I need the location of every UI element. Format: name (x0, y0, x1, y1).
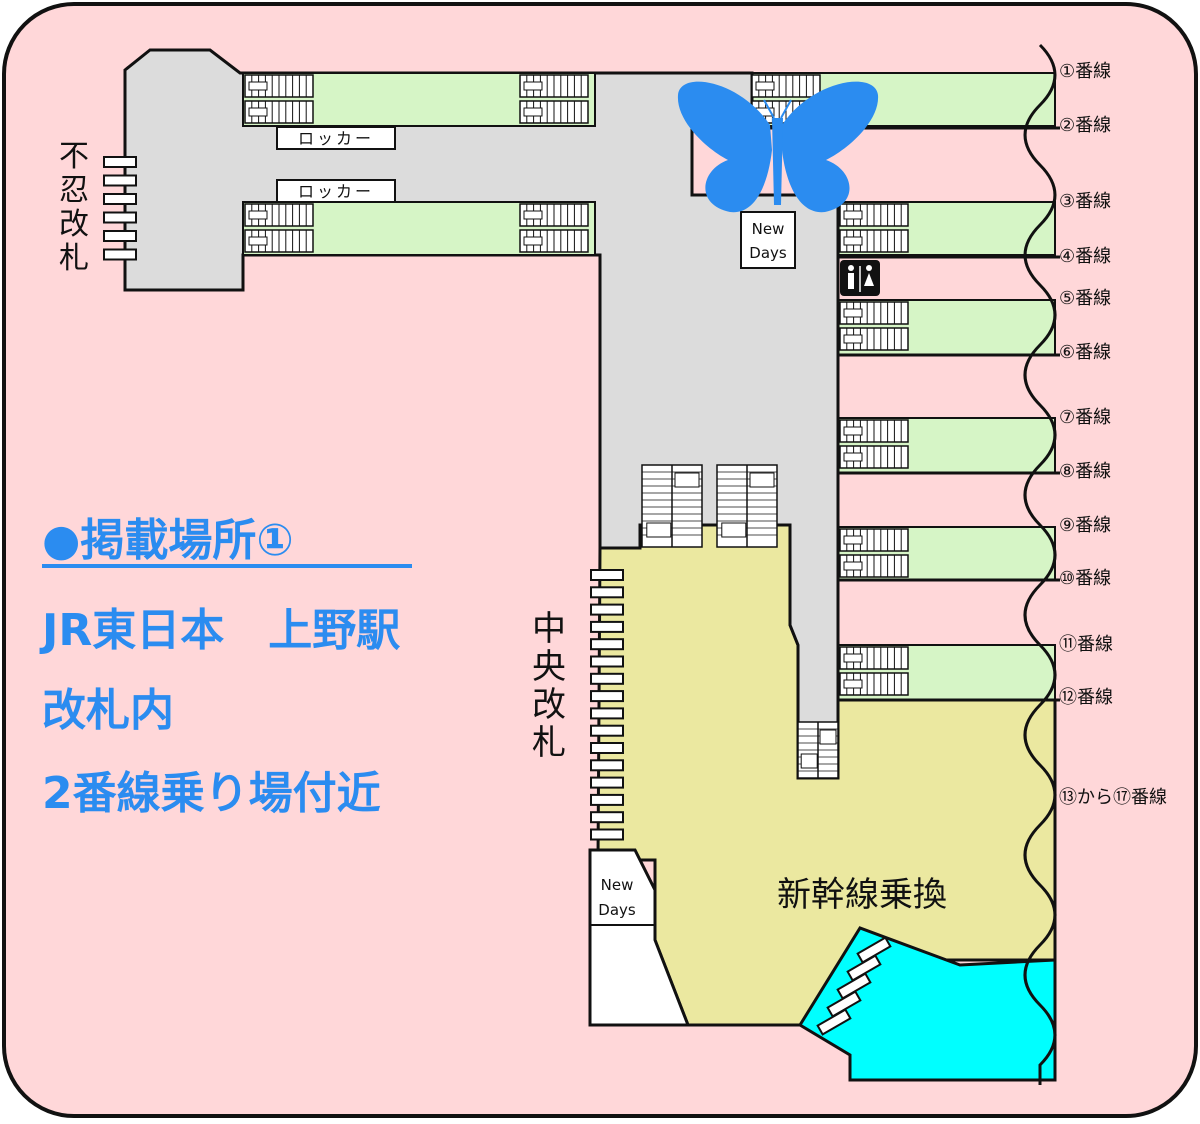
track-label: ⑨番線 (1059, 515, 1111, 536)
central-label-char: 改 (532, 685, 566, 725)
ticket-gate (590, 724, 624, 737)
info-line-1: JR東日本 上野駅 (39, 605, 400, 656)
escalator-icon (641, 464, 703, 548)
ticket-gate (103, 248, 137, 261)
ticket-gate (590, 759, 624, 772)
stairs-icon (839, 646, 909, 696)
map-cutoff-wave (1023, 43, 1057, 1085)
ticket-gate (103, 156, 137, 168)
stairs-icon (839, 301, 909, 351)
ticket-gate (103, 174, 137, 187)
central-label-char: 央 (532, 647, 566, 687)
shinkansen-gate-slot (846, 954, 882, 982)
locker-2: ロッカー (276, 179, 396, 203)
stairs-icon (839, 528, 909, 578)
shinobazu-label-char: 忍 (59, 173, 89, 208)
track-lines (752, 126, 1060, 702)
shinkansen-ticket-gates (816, 936, 892, 1036)
stairs-icon (839, 203, 909, 253)
track-label: ⑩番線 (1059, 568, 1111, 589)
track-labels: ①番線 ②番線 ③番線 ④番線 ⑤番線 ⑥番線 ⑦番線 ⑧番線 ⑨番線 ⑩番線 ⑪番線 ⑫番線 ⑬から⑰… (1059, 61, 1167, 808)
track-label: ⑤番線 (1059, 288, 1111, 309)
track-label: ⑧番線 (1059, 461, 1111, 482)
locker-1: ロッカー (276, 126, 396, 150)
ticket-gate (590, 776, 624, 789)
track-label: ⑬から⑰番線 (1059, 787, 1167, 808)
central-ticket-gates (590, 569, 624, 841)
ticket-gate (590, 620, 624, 633)
track-label: ①番線 (1059, 61, 1111, 82)
info-line-3: 2番線乗り場付近 (42, 768, 381, 819)
newdays-upper-shop: New Days (740, 211, 796, 269)
stairs-icon (519, 74, 589, 124)
shinobazu-ticket-gates (103, 156, 137, 261)
ticket-gate (590, 793, 624, 806)
ticket-gate (103, 230, 137, 242)
newdays-lower-block (588, 848, 691, 1027)
newdays-upper-line2: Days (749, 244, 787, 262)
shinobazu-label-char: 不 (59, 139, 89, 174)
stairs-icon (244, 74, 314, 124)
ticket-gate (590, 638, 624, 651)
track-label: ②番線 (1059, 115, 1111, 136)
central-label-char: 札 (532, 723, 566, 763)
toilet-icon (840, 260, 880, 296)
shinkansen-transfer-label: 新幹線乗換 (777, 875, 947, 915)
stairs-icon (839, 419, 909, 469)
newdays-upper-line1: New (752, 220, 785, 238)
track-label: ⑥番線 (1059, 342, 1111, 363)
shinkansen-gate-slot (816, 1008, 852, 1036)
stairs-icon (244, 203, 314, 253)
ticket-gate (590, 672, 624, 685)
info-line-2: 改札内 (42, 685, 174, 736)
shinobazu-label-char: 札 (59, 241, 89, 276)
ticket-gate (103, 193, 137, 205)
ticket-gate (590, 707, 624, 720)
shinkansen-gate-slot (826, 990, 862, 1018)
central-label-char: 中 (532, 609, 566, 649)
shinkansen-gate-slot (856, 936, 892, 964)
escalator-icon (797, 721, 839, 779)
stairs-group (244, 74, 909, 779)
ticket-gate (590, 828, 624, 841)
track-label: ⑪番線 (1059, 634, 1113, 655)
escalator-icon (716, 464, 778, 548)
ticket-gate (590, 603, 624, 616)
track-label: ⑫番線 (1059, 687, 1113, 708)
locker-1-label: ロッカー (298, 129, 374, 148)
info-heading: ●掲載場所① (42, 515, 294, 566)
track-label: ⑦番線 (1059, 407, 1111, 428)
shinkansen-gate-slot (836, 972, 872, 1000)
butterfly-icon (677, 81, 879, 213)
stairs-icon (519, 203, 589, 253)
ticket-gate (590, 655, 624, 668)
ticket-gate (590, 690, 624, 703)
shinobazu-label-char: 改 (59, 207, 89, 242)
locker-2-label: ロッカー (298, 182, 374, 201)
track-label: ③番線 (1059, 191, 1111, 212)
ticket-gate (590, 742, 624, 754)
ticket-gate (590, 569, 624, 581)
newdays-lower-line1: New (601, 876, 634, 894)
ticket-gate (590, 811, 624, 824)
track-label: ④番線 (1059, 246, 1111, 267)
newdays-lower-line2: Days (598, 901, 636, 919)
ticket-gate (103, 211, 137, 224)
ticket-gate (590, 586, 624, 599)
